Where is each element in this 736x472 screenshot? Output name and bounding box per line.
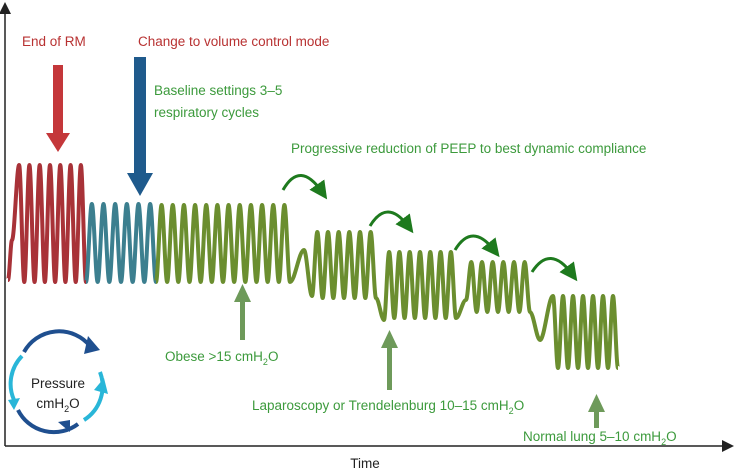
cycle-arc-dark-bottom [16,409,80,435]
cycle-label-pressure: Pressure [31,376,85,391]
end-of-rm-arrow [46,65,70,152]
volume-control-arrow [127,57,153,196]
curved-arrow-icon [530,257,578,282]
progressive-reduction-label: Progressive reduction of PEEP to best dy… [291,141,646,156]
end-of-rm-label: End of RM [22,34,86,49]
curved-arrow-icon [368,210,414,234]
x-axis-label: Time [350,456,380,471]
baseline-wave [84,202,158,284]
peep-reduction-wave [154,203,620,370]
laparoscopy-up-arrow [381,330,398,390]
up-arrows [234,284,605,428]
curved-arrow-icon [453,234,500,258]
normal-lung-label: Normal lung 5–10 cmH2O [523,429,677,447]
baseline-label-line1: Baseline settings 3–5 [154,83,282,98]
cycle-arc-dark-top [22,329,92,354]
respiratory-cycle-icon [8,329,108,435]
recruitment-maneuver-wave [6,163,88,284]
cycle-arc-light-right [82,371,105,422]
cycle-arrowhead-icon [94,378,108,394]
cycle-label-unit: cmH2O [36,396,79,414]
cycle-arrowhead-icon [8,398,20,410]
obese-up-arrow [234,284,251,340]
normal-up-arrow [588,394,605,428]
curved-arrow-icon [281,174,328,200]
pressure-waveform [6,163,620,370]
obese-label: Obese >15 cmH2O [165,349,278,367]
cycle-arc-light-left [8,354,24,401]
baseline-label-line2: respiratory cycles [154,105,259,120]
change-mode-label: Change to volume control mode [138,34,329,49]
cycle-arrowhead-icon [84,336,100,354]
cycle-arrowhead-icon [58,420,70,432]
curved-arrows [281,174,578,282]
laparoscopy-label: Laparoscopy or Trendelenburg 10–15 cmH2O [252,398,524,416]
